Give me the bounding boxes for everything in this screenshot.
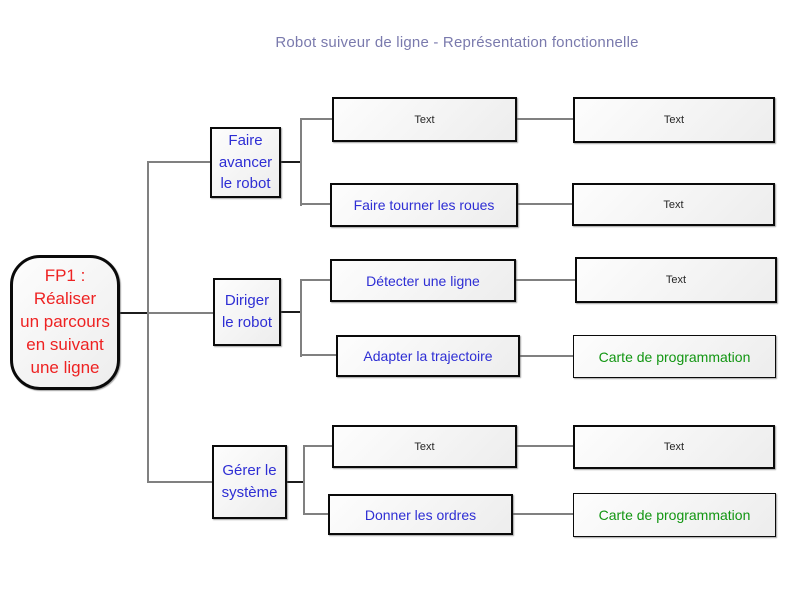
connector-fn1-stub <box>281 161 301 163</box>
solution-node-2-2[interactable]: Adapter la trajectoire <box>336 335 520 377</box>
component-label: Carte de programmation <box>598 507 751 523</box>
connector-sol2-1-to-comp <box>516 279 575 281</box>
solution-label: Text <box>414 440 435 453</box>
connector-sol2-2-to-comp <box>520 355 573 357</box>
root-function-node[interactable]: FP1 : Réaliser un parcours en suivant un… <box>10 255 120 390</box>
solution-node-2-1[interactable]: Détecter une ligne <box>330 259 516 302</box>
connector-fn3-trunk <box>303 445 305 515</box>
connector-fn2-branch-2 <box>302 354 336 356</box>
connector-branch-function-1 <box>149 161 210 163</box>
component-node-3-1[interactable]: Text <box>573 425 775 469</box>
function-node-gerer[interactable]: Gérer le système <box>212 445 287 519</box>
solution-node-3-1[interactable]: Text <box>332 425 517 468</box>
connector-fn1-trunk <box>300 118 302 206</box>
connector-left-trunk <box>147 161 149 483</box>
component-node-2-1[interactable]: Text <box>575 257 777 303</box>
component-label: Text <box>665 274 687 286</box>
function-label: Diriger le robot <box>221 292 273 331</box>
connector-fn2-branch-1 <box>302 279 330 281</box>
solution-node-1-1[interactable]: Text <box>332 97 517 142</box>
connector-fn3-branch-2 <box>305 513 328 515</box>
component-node-2-2[interactable]: Carte de programmation <box>573 335 776 378</box>
connector-fn1-branch-2 <box>302 203 330 205</box>
component-label: Text <box>663 198 684 211</box>
function-node-faire-avancer[interactable]: Faire avancer le robot <box>210 127 281 198</box>
connector-fn2-stub <box>281 311 301 313</box>
connector-sol1-2-to-comp <box>518 203 572 205</box>
component-label: Text <box>663 114 685 126</box>
connector-sol3-2-to-comp <box>513 513 573 515</box>
connector-fn3-branch-1 <box>305 445 332 447</box>
solution-label: Faire tourner les roues <box>353 197 495 213</box>
solution-label: Donner les ordres <box>364 506 477 523</box>
connector-fn2-trunk <box>300 279 302 357</box>
component-node-1-2[interactable]: Text <box>572 183 775 226</box>
solution-label: Détecter une ligne <box>366 272 480 289</box>
connector-root-stub <box>119 312 148 314</box>
connector-sol3-1-to-comp <box>517 445 573 447</box>
solution-node-3-2[interactable]: Donner les ordres <box>328 494 513 535</box>
function-label: Faire avancer le robot <box>218 131 273 193</box>
component-node-3-2[interactable]: Carte de programmation <box>573 493 776 537</box>
diagram-title: Robot suiveur de ligne - Représentation … <box>275 34 639 51</box>
connector-branch-function-2 <box>149 312 213 314</box>
connector-sol1-1-to-comp <box>517 118 573 120</box>
component-label: Carte de programmation <box>598 348 751 365</box>
root-function-label: FP1 : Réaliser un parcours en suivant un… <box>20 266 110 377</box>
solution-label: Text <box>414 113 435 126</box>
connector-fn1-branch-1 <box>302 118 332 120</box>
component-node-1-1[interactable]: Text <box>573 97 775 143</box>
component-label: Text <box>663 441 685 453</box>
function-label: Gérer le système <box>221 462 278 501</box>
solution-label: Adapter la trajectoire <box>363 348 493 364</box>
solution-node-1-2[interactable]: Faire tourner les roues <box>330 183 518 227</box>
function-node-diriger[interactable]: Diriger le robot <box>213 278 281 346</box>
connector-fn3-stub <box>287 481 304 483</box>
connector-branch-function-3 <box>149 481 212 483</box>
